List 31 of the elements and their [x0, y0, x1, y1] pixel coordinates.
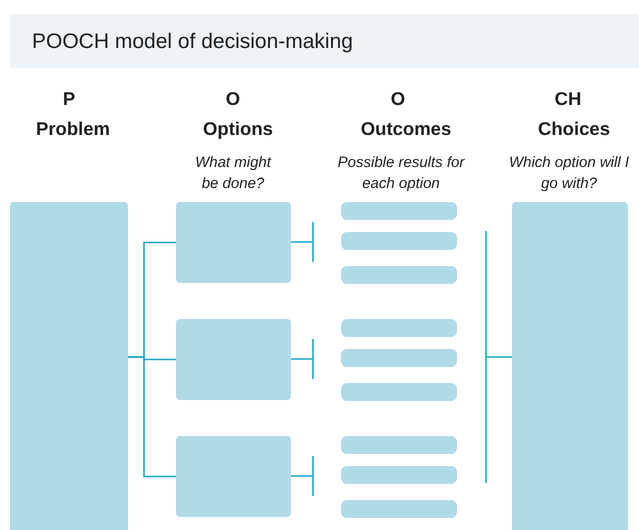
outcome-bar	[341, 466, 457, 484]
outcome-bar	[341, 436, 457, 454]
process-box	[176, 436, 291, 517]
column-description: Possible results for each option	[336, 153, 466, 194]
connector-line	[291, 221, 314, 263]
column-description: What might be done?	[194, 153, 272, 194]
outcome-bar	[341, 383, 457, 401]
connector-line	[128, 356, 176, 478]
column-heading: Outcomes	[360, 118, 452, 140]
connector-line	[291, 455, 314, 497]
process-box	[512, 202, 628, 530]
title: POOCH model of decision-making	[32, 30, 353, 54]
process-box	[176, 202, 291, 283]
outcome-bar	[341, 202, 457, 220]
outcome-bar	[341, 266, 457, 284]
process-box	[10, 202, 128, 530]
outcome-bar	[341, 232, 457, 250]
column-heading: P	[62, 88, 76, 110]
column-heading: Options	[202, 118, 274, 140]
column-heading: Problem	[34, 118, 112, 140]
column-heading: Choices	[537, 118, 611, 140]
column-heading: O	[390, 88, 406, 110]
outcome-bar	[341, 349, 457, 367]
column-description: Which option will I go with?	[508, 153, 630, 194]
outcome-bar	[341, 319, 457, 337]
outcome-bar	[341, 500, 457, 518]
connector-line	[485, 230, 512, 484]
column-heading: CH	[554, 88, 582, 110]
column-heading: O	[224, 88, 242, 110]
process-box	[176, 319, 291, 400]
connector-line	[291, 338, 314, 380]
